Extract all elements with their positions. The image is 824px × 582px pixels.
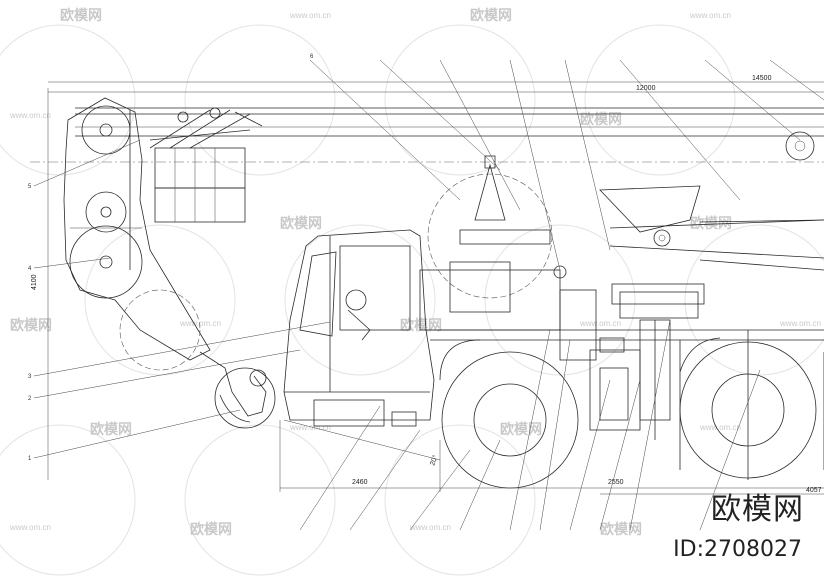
watermark-pattern: 欧模网 www.om.cn 欧模网 www.om.cn www.om.cn 欧模… bbox=[0, 7, 824, 576]
dimension-wheelbase: 2550 bbox=[608, 479, 624, 486]
watermark-brand: 欧模网 bbox=[600, 521, 642, 537]
watermark-brand: 欧模网 bbox=[470, 7, 512, 23]
watermark-url: www.om.cn bbox=[689, 11, 731, 20]
dimension-boom-width: 12000 bbox=[636, 85, 656, 92]
image-id-label: ID:2708027 bbox=[673, 537, 802, 562]
dimension-front-overhang: 2460 bbox=[352, 479, 368, 486]
watermark-brand: 欧模网 bbox=[10, 317, 52, 333]
hook-block bbox=[199, 351, 276, 429]
wheels bbox=[439, 330, 824, 489]
boom-head bbox=[63, 97, 211, 371]
jib-pack bbox=[149, 107, 263, 223]
dimension-rear: 4057 bbox=[806, 487, 822, 494]
watermark-url: www.om.cn bbox=[289, 423, 331, 432]
crane-boom bbox=[30, 107, 824, 271]
leader-lines: 1 2 3 4 5 6 bbox=[28, 54, 824, 531]
watermark-brand: 欧模网 bbox=[580, 111, 622, 127]
part-number: 3 bbox=[28, 374, 32, 380]
watermark-url: www.om.cn bbox=[409, 523, 451, 532]
part-number: 6 bbox=[310, 54, 314, 60]
part-number: 1 bbox=[28, 456, 32, 462]
cab bbox=[283, 229, 435, 427]
watermark-url: www.om.cn bbox=[179, 319, 221, 328]
watermark-brand: 欧模网 bbox=[190, 521, 232, 537]
watermark-brand: 欧模网 bbox=[690, 215, 732, 231]
watermark-url: www.om.cn bbox=[699, 423, 741, 432]
dimension-approach-angle: 20° bbox=[428, 454, 439, 467]
watermark-url: www.om.cn bbox=[579, 319, 621, 328]
watermark-url: www.om.cn bbox=[9, 111, 51, 120]
brand-logo-text: 欧模网 bbox=[711, 492, 804, 527]
watermark-brand: 欧模网 bbox=[90, 421, 132, 437]
top-dimensions: 14500 12000 4100 bbox=[31, 75, 824, 480]
watermark-url: www.om.cn bbox=[779, 319, 821, 328]
watermark-brand: 欧模网 bbox=[280, 215, 322, 231]
part-number: 5 bbox=[28, 184, 32, 190]
watermark-brand: 欧模网 bbox=[60, 7, 102, 23]
watermark-brand: 欧模网 bbox=[500, 421, 542, 437]
watermark-url: www.om.cn bbox=[9, 523, 51, 532]
part-number: 4 bbox=[28, 266, 32, 272]
part-number: 2 bbox=[28, 396, 32, 402]
watermark-brand: 欧模网 bbox=[400, 317, 442, 333]
bottom-dimensions: 2460 2550 4057 20° bbox=[279, 419, 824, 495]
dimension-total-width: 14500 bbox=[752, 75, 772, 82]
dimension-height: 4100 bbox=[31, 274, 38, 290]
watermark-url: www.om.cn bbox=[289, 11, 331, 20]
outrigger bbox=[589, 283, 705, 440]
